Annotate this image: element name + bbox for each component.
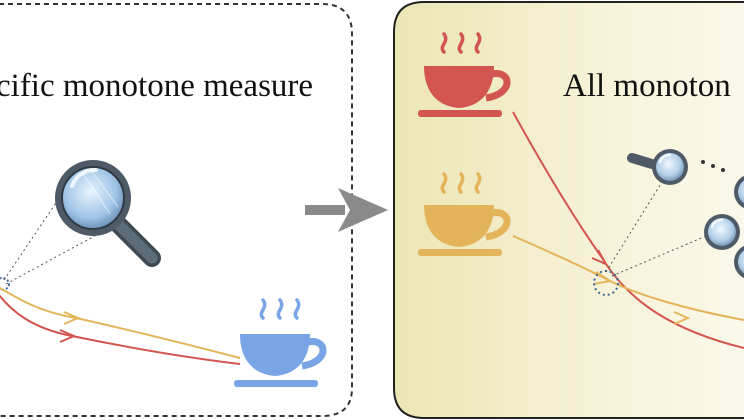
red-path-left-a — [0, 294, 73, 337]
zoom-line-upper — [3, 187, 67, 281]
small-magnifying-glass-icon — [627, 149, 688, 185]
red-coffee-cup-icon — [418, 32, 511, 117]
small-magnifying-glass-icon-3 — [704, 214, 740, 250]
coffee-cup-icon — [234, 298, 327, 387]
focus-point — [0, 277, 10, 291]
right-panel — [393, 1, 744, 419]
red-path-left-b — [71, 335, 241, 365]
small-magnifying-glass-icon-2 — [734, 175, 744, 209]
yellow-path-left-b — [75, 317, 241, 359]
focus-point-right — [593, 270, 619, 296]
yellow-arrowhead-right-2 — [673, 311, 691, 325]
left-panel — [0, 3, 353, 417]
yellow-path-left-a — [0, 286, 77, 319]
zoom-line-lower — [5, 231, 103, 285]
small-magnifying-glass-icon-4 — [734, 245, 744, 279]
yellow-arrowhead — [63, 311, 81, 325]
left-panel-title: cific monotone measure — [0, 68, 314, 104]
red-arrowhead — [59, 329, 77, 343]
right-panel-title: All monoton — [563, 68, 731, 104]
red-path-right-b — [605, 263, 744, 349]
magnifying-glass-icon — [55, 160, 161, 267]
right-arrow-icon — [305, 188, 388, 232]
zoom-line-right-2 — [611, 235, 707, 277]
left-panel-frame — [0, 3, 353, 417]
yellow-path-right-a — [512, 235, 609, 281]
red-path-right-a — [512, 111, 606, 263]
yellow-path-right-b — [609, 280, 744, 321]
yellow-coffee-cup-icon — [418, 172, 511, 256]
ellipsis-dots — [701, 160, 725, 172]
